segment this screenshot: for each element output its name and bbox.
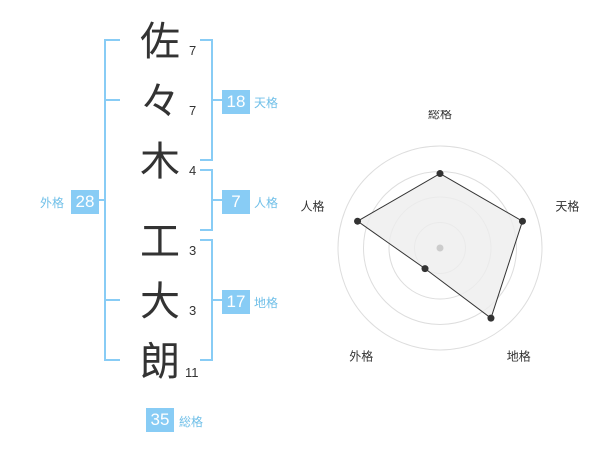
radar-center-dot — [436, 244, 444, 252]
tenkaku-label: 天格 — [254, 96, 279, 110]
stroke-count-5: 3 — [189, 303, 197, 318]
name-char-6: 朗 — [140, 339, 180, 385]
chikaku-bracket — [200, 239, 213, 361]
radar-axis-label-3: 地格 — [507, 348, 531, 363]
gaikaku-label: 外格 — [40, 196, 65, 210]
gaikaku-value-badge: 28 — [71, 190, 99, 214]
stroke-count-3: 4 — [189, 163, 197, 178]
radar-point-2 — [518, 217, 526, 225]
name-char-3: 木 — [140, 139, 180, 185]
name-char-4: 工 — [140, 219, 180, 265]
chikaku-value-badge: 17 — [222, 290, 250, 314]
name-char-1: 佐 — [140, 19, 180, 65]
stroke-count-2: 7 — [189, 103, 197, 118]
stroke-count-4: 3 — [189, 243, 197, 258]
jinkaku-label: 人格 — [254, 196, 279, 210]
name-char-2: 々 — [140, 79, 180, 125]
radar-point-1 — [436, 170, 444, 178]
radar-axis-label-4: 外格 — [349, 348, 373, 363]
chikaku-label: 地格 — [254, 296, 279, 310]
radar-point-3 — [487, 314, 495, 322]
soukaku-label: 総格 — [179, 415, 204, 429]
jinkaku-value-badge: 7 — [222, 190, 250, 214]
stroke-count-6: 11 — [185, 365, 199, 380]
tenkaku-bracket — [200, 39, 213, 161]
radar-axis-label-2: 天格 — [555, 199, 579, 214]
stroke-count-1: 7 — [189, 43, 197, 58]
radar-point-5 — [354, 217, 362, 225]
soukaku-value-badge: 35 — [146, 408, 174, 432]
radar-axis-label-5: 人格 — [301, 199, 325, 214]
radar-point-4 — [421, 265, 429, 273]
name-char-5: 大 — [140, 279, 180, 325]
gaikaku-bracket — [104, 39, 120, 361]
radar-axis-label-1: 総格 — [428, 110, 452, 121]
jinkaku-bracket — [200, 169, 213, 231]
tenkaku-value-badge: 18 — [222, 90, 250, 114]
